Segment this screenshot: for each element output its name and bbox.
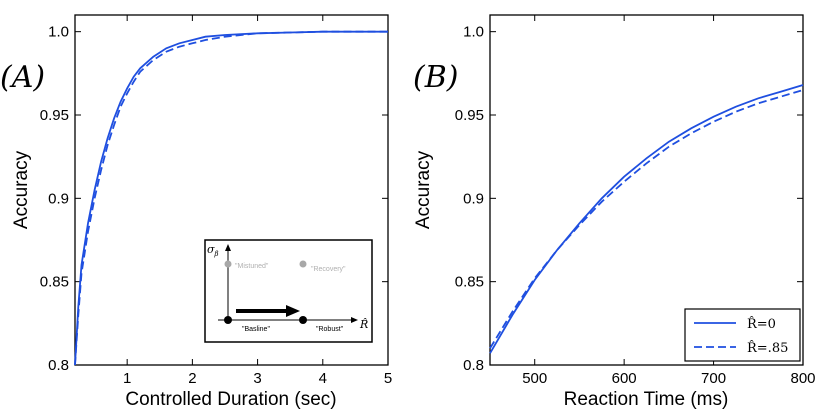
panel-b-y-tick-label: 0.8 [463,357,484,374]
panel-b-series-dashed [489,89,804,349]
inset-sigma-label: σβ [207,243,219,258]
panel-b-x-axis: 500 600 700 800 [522,15,816,387]
inset-label-basline: "Basline" [242,326,270,333]
inset-thick-arrowhead [286,305,300,317]
panel-a-y-tick-label: 0.8 [48,357,69,374]
inset-frame [204,239,373,343]
panel-b-x-tick-label: 800 [790,370,815,387]
panel-b-series-solid [489,84,804,354]
panel-a-y-tick-label: 0.85 [40,274,69,291]
panel-b-x-tick-label: 700 [701,370,726,387]
panel-b-frame [489,14,804,366]
inset-label-recovery: "Recovery" [311,266,346,273]
panel-a-x-axis: 1 2 3 4 5 [123,15,392,387]
inset-point-recovery [299,260,307,268]
panel-b-x-tick-label: 500 [522,370,547,387]
panel-a-y-axis-label: Accuracy [11,150,32,229]
panel-b-y-tick-label: 1.0 [463,24,484,41]
panel-a: (A) 0.8 0.85 0.9 0.95 1.0 1 2 3 4 5 Controlled D… [0,14,392,410]
legend-frame [684,308,801,362]
panel-b-label: (B) [413,60,458,95]
panel-a-x-tick-label: 4 [319,370,327,387]
panel-b-x-tick-label: 600 [612,370,637,387]
panel-a-y-tick-label: 1.0 [48,24,69,41]
panel-a-x-axis-label: Controlled Duration (sec) [125,389,336,410]
panel-b-y-tick-label: 0.85 [455,274,484,291]
inset-point-mistuned [224,260,232,268]
inset-x-arrowhead [351,317,358,323]
panel-b-plot-area [489,84,804,354]
inset-rhat-label: R̂ [359,318,368,331]
inset-y-arrowhead [225,244,231,251]
panel-a-inset: σβ R̂ "Mistuned" "Recovery" "Basline" "R… [204,239,373,343]
panel-a-label: (A) [0,60,45,95]
panel-a-frame [74,14,389,366]
panel-b: (B) 0.8 0.85 0.9 0.95 1.0 500 600 700 800 React… [413,14,816,410]
inset-point-basline [224,316,232,324]
inset-label-robust: "Robust" [316,326,344,333]
legend-label-dashed: R̂=.85 [747,340,788,356]
panel-b-y-tick-label: 0.95 [455,107,484,124]
inset-point-robust [299,316,307,324]
panel-b-legend: R̂=0 R̂=.85 [684,308,801,362]
panel-b-y-axis-label: Accuracy [413,150,434,229]
panel-a-y-tick-label: 0.95 [40,107,69,124]
panel-a-x-tick-label: 1 [123,370,131,387]
panel-b-y-tick-label: 0.9 [463,190,484,207]
panel-a-x-tick-label: 3 [253,370,261,387]
panel-b-y-axis: 0.8 0.85 0.9 0.95 1.0 [455,24,803,374]
panel-a-x-tick-label: 5 [384,370,392,387]
panel-a-series-dashed [74,30,388,366]
panel-a-x-tick-label: 2 [188,370,196,387]
panel-a-y-axis: 0.8 0.85 0.9 0.95 1.0 [40,24,388,374]
legend-label-solid: R̂=0 [747,316,776,332]
panel-a-y-tick-label: 0.9 [48,190,69,207]
inset-label-mistuned: "Mistuned" [235,263,269,270]
panel-a-plot-area [74,30,388,366]
panel-b-x-axis-label: Reaction Time (ms) [564,389,729,410]
